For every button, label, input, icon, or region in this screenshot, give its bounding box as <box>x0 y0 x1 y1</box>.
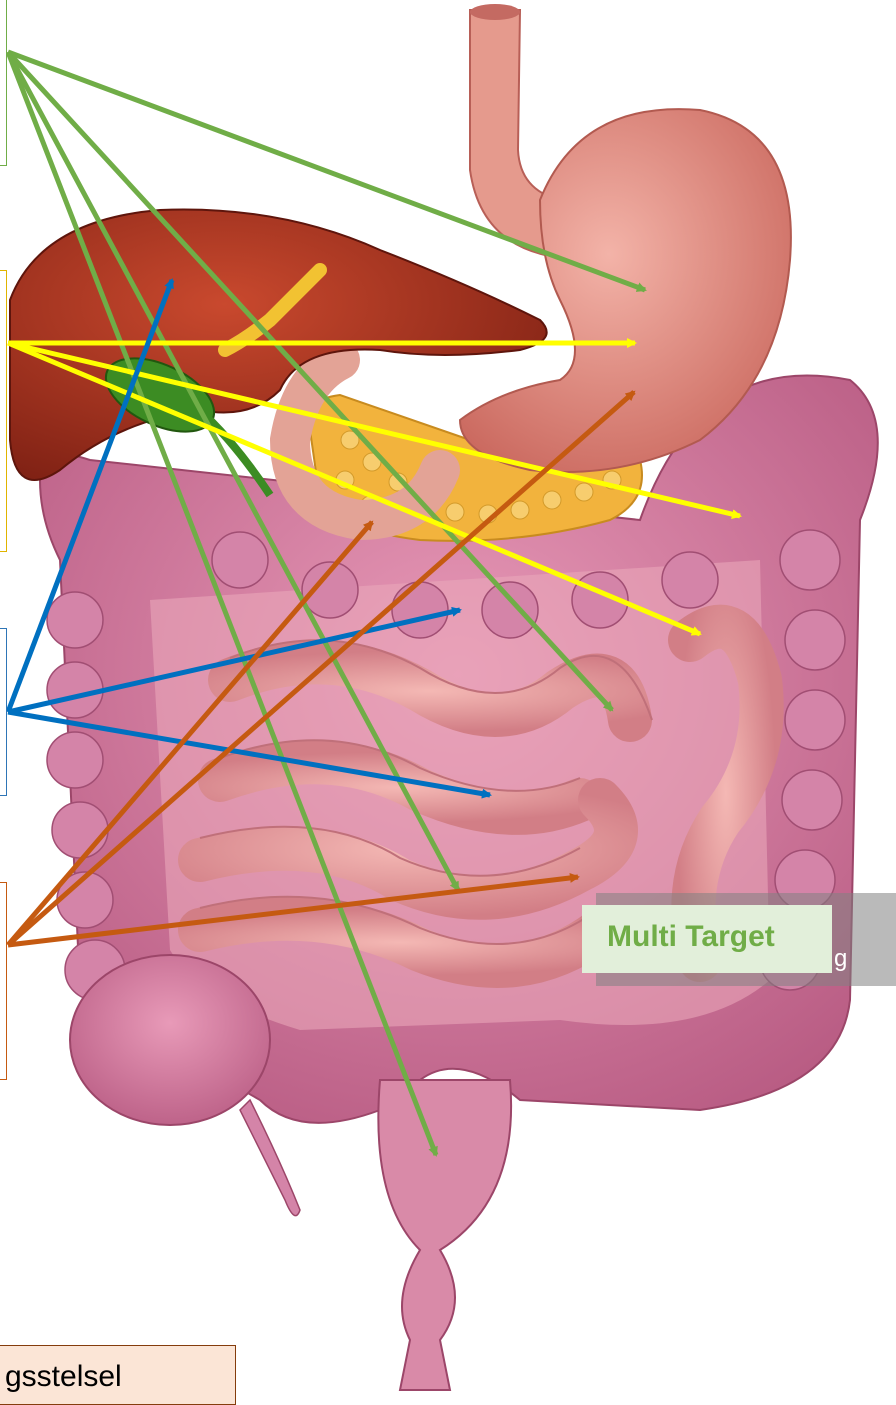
rectum <box>378 1080 511 1390</box>
orange-label-box <box>0 882 7 1080</box>
yellow-label-box <box>0 270 7 552</box>
multi-target-label: Multi Target <box>582 905 832 973</box>
overlay-strip-text: g <box>834 945 847 973</box>
green-label-box <box>0 0 7 166</box>
bottom-caption: gsstelsel <box>0 1345 236 1405</box>
blue-label-box <box>0 628 7 796</box>
